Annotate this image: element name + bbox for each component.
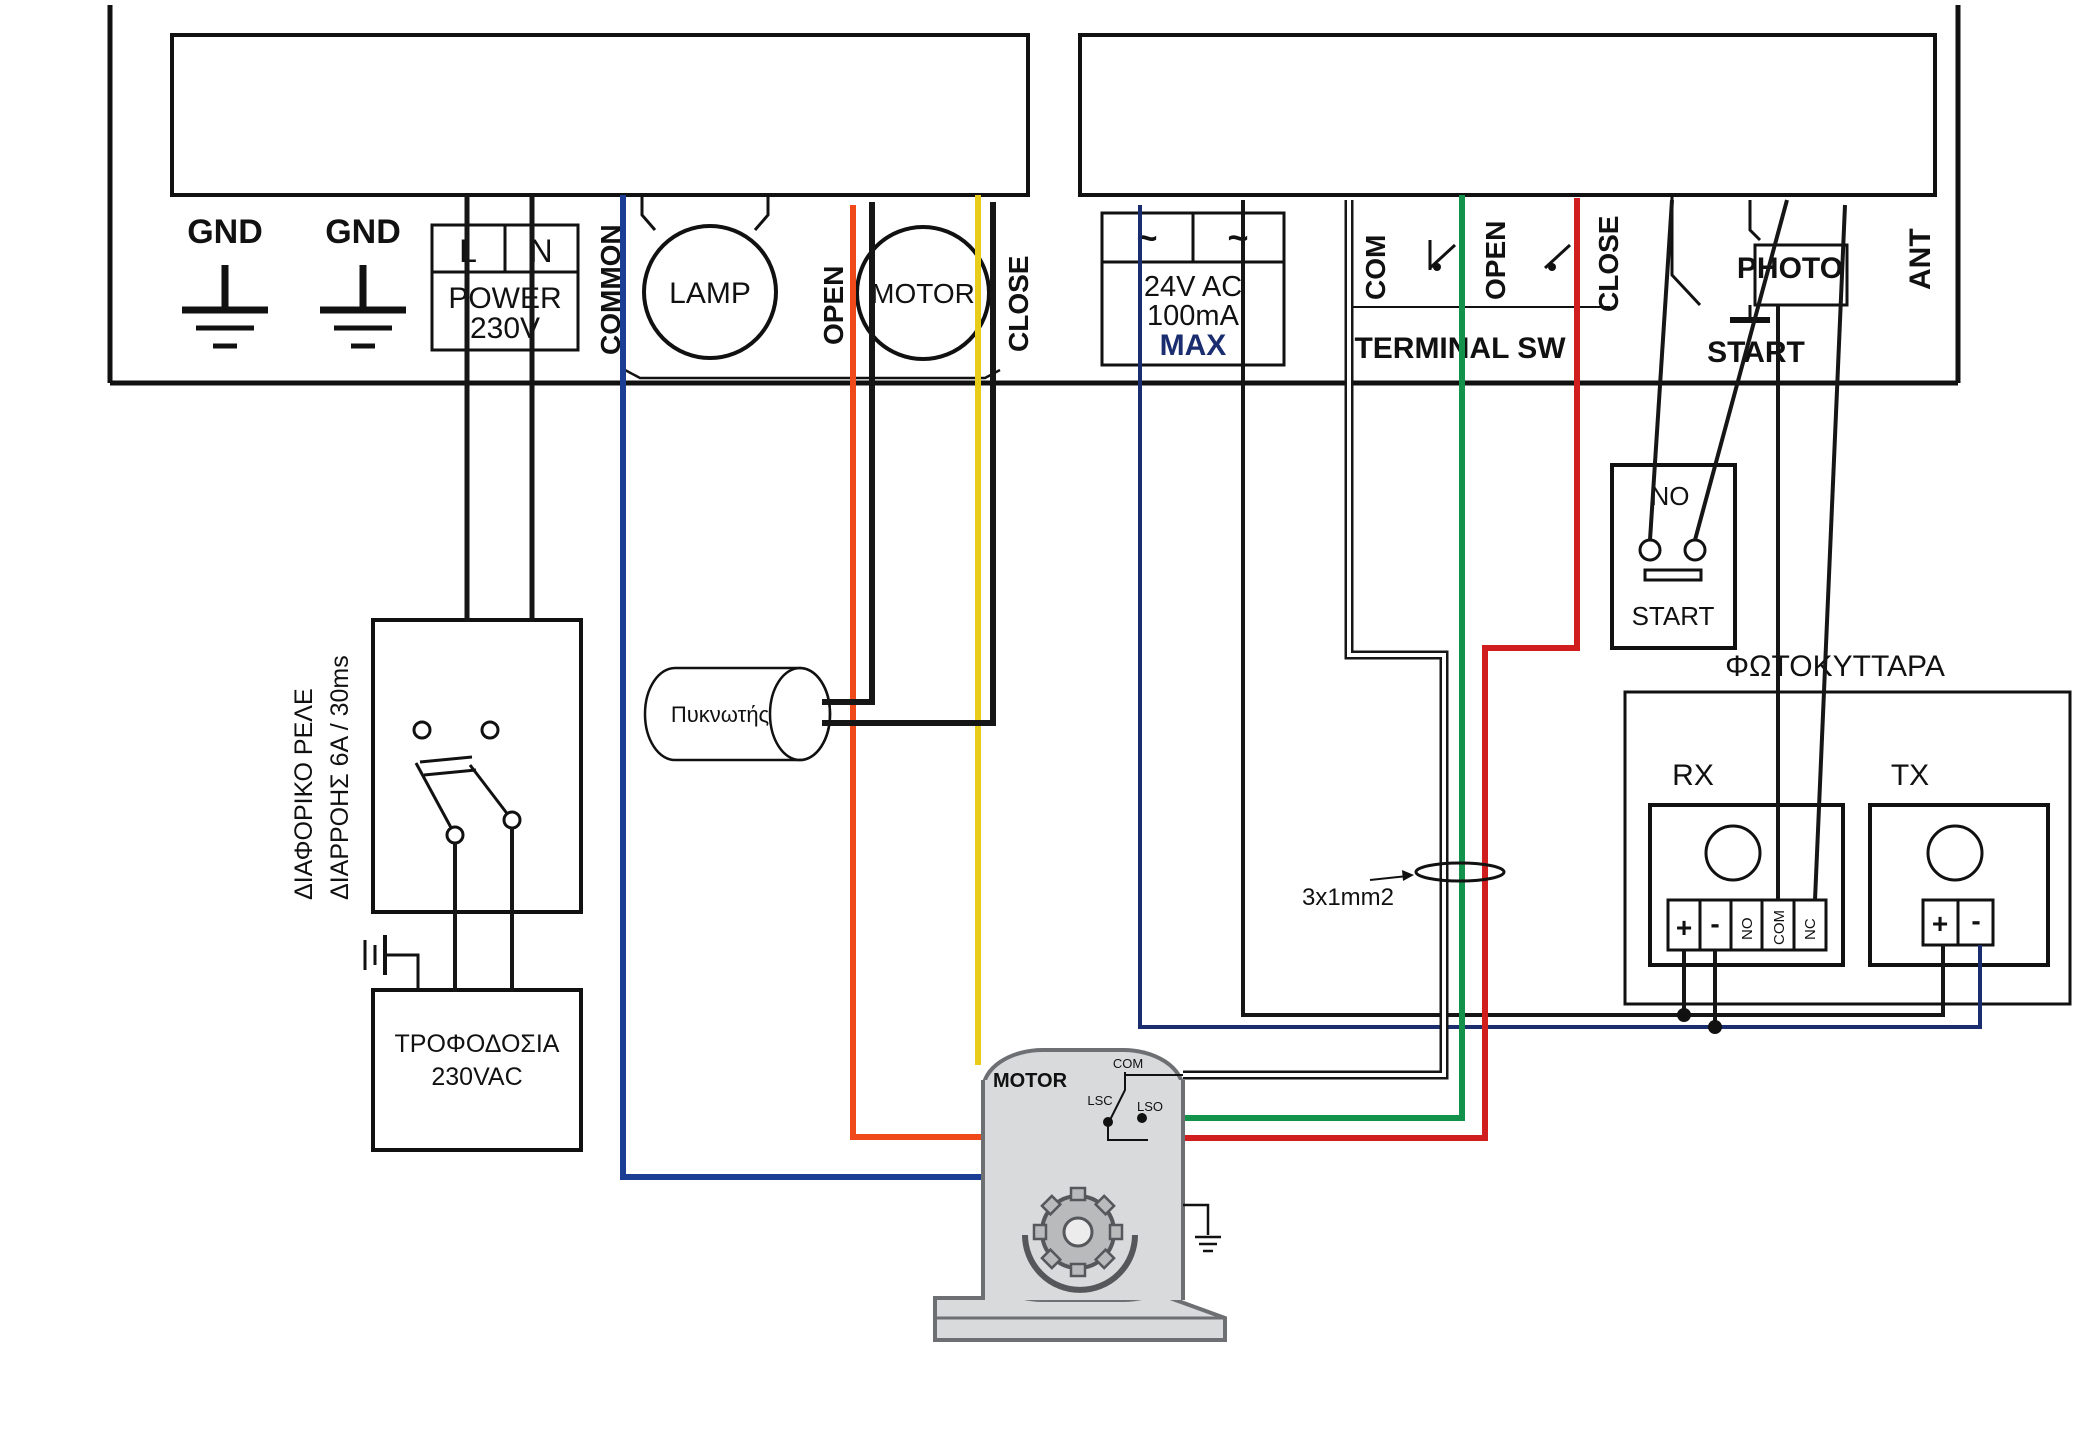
relay-contact-icon xyxy=(468,764,514,821)
lens-icon xyxy=(1926,824,1984,882)
ground-icon xyxy=(182,265,268,349)
ground-icon xyxy=(320,265,406,349)
wire-capacitor-black xyxy=(822,202,875,705)
gnd-terminal-1: GND xyxy=(182,213,268,349)
wire-sw-open-green xyxy=(1147,195,1465,1121)
ant-label: ANT xyxy=(1904,228,1937,290)
ground-icon xyxy=(363,935,420,990)
ac-voltage-label: 24V AC xyxy=(1144,271,1242,303)
junction-dot xyxy=(1677,1008,1691,1022)
tx-plus-label: + xyxy=(1932,908,1948,939)
power-terminal: L N POWER 230V xyxy=(430,223,580,352)
relay-rating-label: ΔΙΑΡΡΟΗΣ 6Α / 30ms xyxy=(326,655,354,900)
right-terminal-block xyxy=(1078,33,1937,197)
rx-com-label: COM xyxy=(1771,910,1788,945)
motor-lsc-label: LSC xyxy=(1087,1093,1112,1108)
rx-unit: + - NO COM NC xyxy=(1648,803,1845,967)
open-label: OPEN xyxy=(818,266,849,345)
tx-minus-label: - xyxy=(1971,905,1980,936)
photocells: ΦΩΤΟΚΥΤΤΑΡΑ RX TX + - NO COM NC + - xyxy=(1623,650,2072,1006)
photo-start-terminal: PHOTO START ANT xyxy=(1670,195,1937,369)
lamp-label: LAMP xyxy=(669,277,751,310)
junction-dot xyxy=(1708,1020,1722,1034)
gnd-label: GND xyxy=(325,213,401,251)
gnd-label: GND xyxy=(187,213,263,251)
rx-nc-label: NC xyxy=(1802,918,1819,940)
motor-lso-label: LSO xyxy=(1137,1099,1163,1114)
rx-label: RX xyxy=(1672,759,1714,792)
differential-relay: ΔΙΑΦΟΡΙΚΟ ΡΕΛΕ ΔΙΑΡΡΟΗΣ 6Α / 30ms xyxy=(290,618,583,914)
power-voltage-label: 230V xyxy=(470,312,540,345)
ground-icon xyxy=(1183,1203,1221,1253)
supply-label: ΤΡΟΦΟΔΟΣΙΑ xyxy=(395,1030,560,1058)
capacitor-label: Πυκνωτής xyxy=(671,702,769,727)
wire-open-orange xyxy=(850,205,982,1140)
start-button[interactable]: NO START xyxy=(1610,463,1737,650)
rx-minus-label: - xyxy=(1710,908,1719,939)
lamp-icon xyxy=(642,224,778,360)
sw-close-label: CLOSE xyxy=(1593,216,1624,312)
motor-terminal: MOTOR xyxy=(855,225,991,361)
capacitor: Πυκνωτής xyxy=(643,666,832,762)
wire-common-blue xyxy=(620,195,982,1180)
wire-start xyxy=(1648,199,1674,541)
sw-open-label: OPEN xyxy=(1480,221,1511,300)
sw-com-label: COM xyxy=(1360,235,1391,300)
gear-icon xyxy=(1032,1186,1124,1278)
start-terminal-label: START xyxy=(1707,336,1805,369)
wire-sw-close-red xyxy=(1185,198,1580,1141)
wire-sw-com-white xyxy=(1183,200,1446,1077)
rx-plus-label: + xyxy=(1676,912,1692,943)
power-supply: ΤΡΟΦΟΔΟΣΙΑ 230VAC xyxy=(371,988,583,1152)
ac-output-terminal: ~ ~ 24V AC 100mA MAX xyxy=(1100,211,1286,367)
wire-photo-nc xyxy=(1813,204,1847,901)
tx-unit: + - xyxy=(1868,803,2050,967)
limit-switch-icon xyxy=(1109,1072,1126,1121)
close-label: CLOSE xyxy=(1003,256,1034,352)
wire-start xyxy=(1693,199,1789,541)
switch-contact-icon xyxy=(1428,243,1457,270)
n-label: N xyxy=(529,233,552,269)
left-terminal-block xyxy=(170,33,1030,197)
wire-ac-navy xyxy=(1138,205,1982,1029)
motor-icon xyxy=(855,225,991,361)
no-label: NO xyxy=(1651,481,1690,511)
cable-marker: 3x1mm2 xyxy=(1302,861,1506,911)
wire-ac-black xyxy=(1241,200,1945,1017)
wiring xyxy=(453,195,1982,1180)
motor-label: MOTOR xyxy=(871,278,975,309)
supply-voltage-label: 230VAC xyxy=(431,1063,522,1091)
motor-unit-label: MOTOR xyxy=(993,1070,1068,1092)
wire-capacitor-black xyxy=(822,202,996,726)
start-button-label: START xyxy=(1632,601,1715,631)
switch-contact-icon xyxy=(1543,243,1572,270)
ac-current-label: 100mA xyxy=(1147,300,1240,332)
pushbutton-icon xyxy=(1643,568,1703,582)
photo-label: PHOTO xyxy=(1737,252,1843,285)
photocells-title: ΦΩΤΟΚΥΤΤΑΡΑ xyxy=(1725,650,1945,683)
relay-label: ΔΙΑΦΟΡΙΚΟ ΡΕΛΕ xyxy=(290,688,318,900)
motor-com-label: COM xyxy=(1113,1056,1143,1071)
rx-no-label: NO xyxy=(1739,918,1756,941)
tilde-icon: ~ xyxy=(1227,217,1248,258)
lens-icon xyxy=(1704,824,1762,882)
terminal-switch-block: COM OPEN CLOSE TERMINAL SW xyxy=(1350,216,1624,365)
motor-unit: MOTOR COM LSC LSO xyxy=(933,1048,1227,1342)
gnd-terminal-2: GND xyxy=(320,213,406,349)
relay-contact-icon xyxy=(414,762,457,836)
control-board xyxy=(107,5,1961,386)
cable-label: 3x1mm2 xyxy=(1302,884,1394,911)
arrow-icon xyxy=(1402,870,1414,881)
ac-max-label: MAX xyxy=(1160,329,1227,362)
tx-label: TX xyxy=(1891,759,1929,792)
lamp-terminal: LAMP xyxy=(624,195,1001,380)
